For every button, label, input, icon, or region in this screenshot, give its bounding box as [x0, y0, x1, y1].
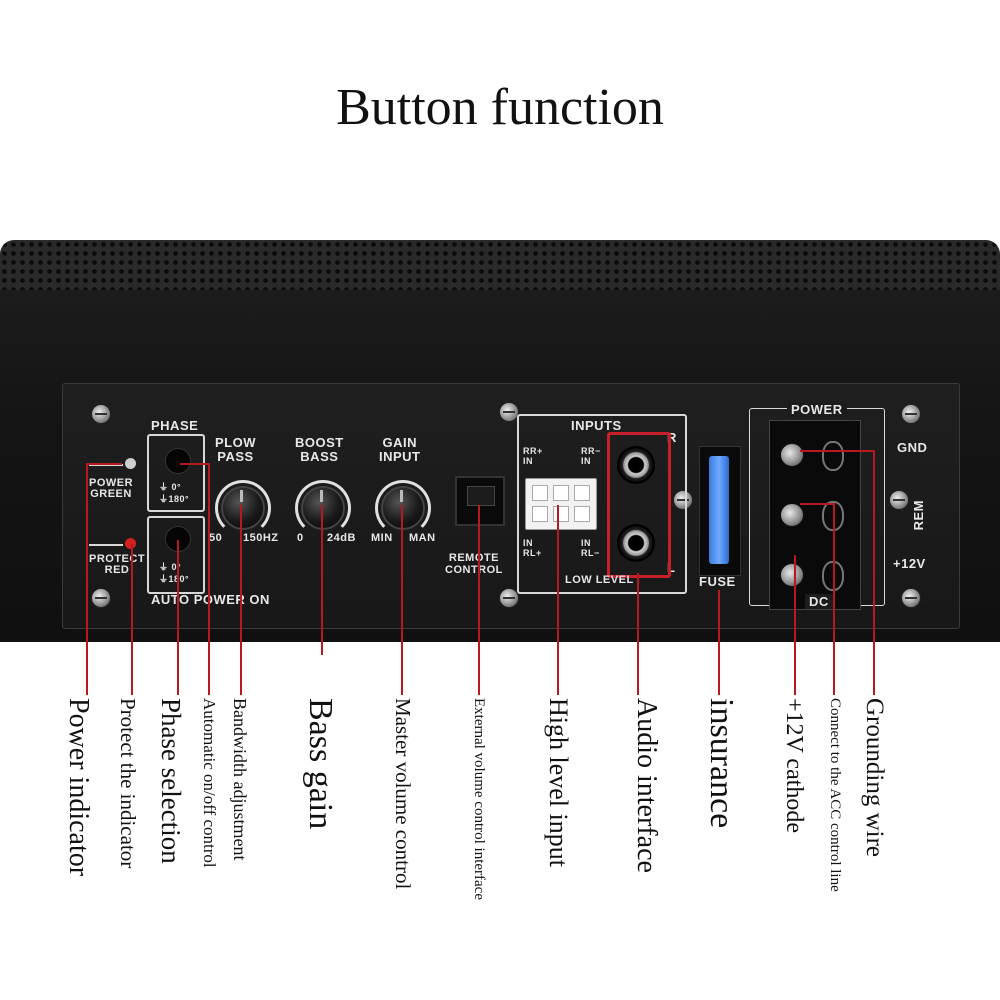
screw-icon: [91, 404, 111, 424]
caption-bandwidth: Bandwidth adjustment: [230, 698, 250, 861]
caption-phase-selection: Phase selection: [156, 698, 186, 864]
remote-control-port[interactable]: [455, 476, 505, 526]
phase-label: PHASE: [151, 418, 199, 433]
caption-cathode: +12V cathode: [781, 698, 807, 834]
rem-screw[interactable]: [780, 503, 804, 527]
caption-grounding: Grounding wire: [861, 698, 888, 857]
plus12v-screw[interactable]: [780, 563, 804, 587]
rca-jack-left[interactable]: [617, 524, 655, 562]
caption-power-indicator: Power indicator: [63, 698, 94, 877]
caption-bass-gain: Bass gain: [302, 698, 339, 830]
caption-external-volume: External volume control interface: [471, 698, 487, 900]
remote-control-label: REMOTE CONTROL: [445, 552, 503, 576]
screw-icon: [901, 404, 921, 424]
dc-label: DC: [805, 594, 833, 609]
power-led-icon: [125, 458, 136, 469]
protect-red-label: PROTECT RED: [89, 553, 146, 576]
lowpass-knob[interactable]: [221, 486, 265, 530]
caption-high-level: High level input: [544, 698, 573, 867]
caption-acc-line: Connect to the ACC control line: [827, 698, 843, 892]
boost-bass-knob[interactable]: [301, 486, 345, 530]
auto-power-switch-frame: [147, 516, 205, 594]
page-title: Button function: [336, 79, 664, 136]
phase-switch[interactable]: [165, 448, 191, 474]
inputs-label: INPUTS: [571, 418, 622, 433]
fuse[interactable]: [709, 456, 729, 564]
caption-protect-indicator: Protect the indicator: [116, 698, 140, 869]
screw-icon: [673, 490, 693, 510]
auto-power-on-label: AUTO POWER ON: [151, 592, 270, 607]
screw-icon: [91, 588, 111, 608]
gnd-label: GND: [897, 440, 928, 455]
power-green-label: POWER GREEN: [89, 477, 134, 500]
control-panel: POWER GREEN PROTECT RED PHASE ⏚ 0° ⏚180°…: [62, 383, 960, 629]
gain-input-label: GAIN INPUT: [379, 435, 421, 464]
power-label: POWER: [787, 402, 847, 417]
inputs-frame: [517, 414, 687, 594]
caption-auto-onoff: Automatic on/off control: [200, 698, 219, 868]
phase-switch-frame: [147, 434, 205, 512]
gnd-screw[interactable]: [780, 443, 804, 467]
protect-led-icon: [125, 538, 136, 549]
screw-icon: [499, 402, 519, 422]
screw-icon: [889, 490, 909, 510]
caption-insurance: insurance: [703, 698, 740, 829]
speaker-grille: [0, 240, 1000, 298]
lowpass-label: PLOW PASS: [215, 435, 256, 464]
rem-label: REM: [911, 500, 926, 531]
fuse-label: FUSE: [699, 574, 736, 589]
caption-master-volume: Master volume control: [391, 698, 415, 890]
power-terminal-block: [769, 420, 861, 610]
gain-knob[interactable]: [381, 486, 425, 530]
plus12v-label: +12V: [893, 556, 926, 571]
low-level-label: LOW LEVEL: [565, 574, 634, 586]
boost-bass-label: BOOST BASS: [295, 435, 344, 464]
high-level-input-connector[interactable]: [525, 478, 597, 530]
screw-icon: [499, 588, 519, 608]
rca-highlight: [607, 432, 671, 578]
caption-audio-interface: Audio interface: [631, 698, 662, 873]
screw-icon: [901, 588, 921, 608]
rca-jack-right[interactable]: [617, 446, 655, 484]
